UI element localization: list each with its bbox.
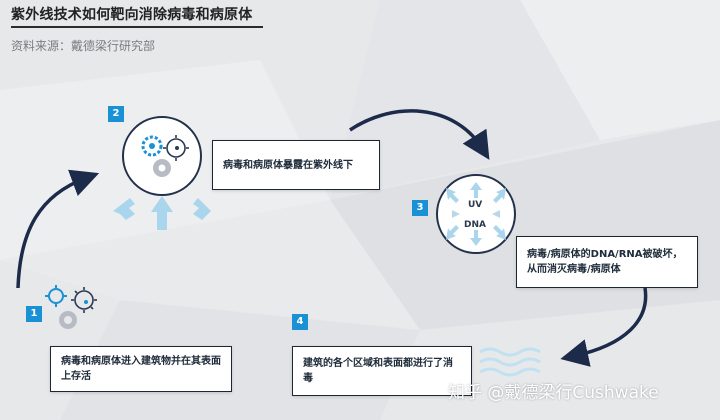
step2-badge: 2: [108, 106, 124, 122]
title-divider: [11, 26, 263, 28]
step4-text: 建筑的各个区域和表面都进行了消毒: [303, 358, 453, 384]
source-note: 资料来源：戴德梁行研究部: [11, 39, 156, 53]
step3-card: 病毒/病原体的DNA/RNA被破坏，从而消灭病毒/病原体: [516, 236, 698, 288]
step2-card: 病毒和病原体暴露在紫外线下: [212, 140, 380, 190]
dna-uv-icon: [446, 182, 506, 246]
step3-circle: UV DNA: [436, 174, 516, 254]
virus-cluster-icon: [45, 285, 97, 329]
dna-label: DNA: [464, 220, 486, 230]
arrow-step1-to-step2: [16, 169, 100, 289]
step2-circle: [122, 116, 202, 196]
arrow-step3-to-step4: [560, 287, 648, 367]
step3-badge: 3: [412, 200, 428, 216]
pathogen-icon: [141, 135, 189, 177]
step2-text: 病毒和病原体暴露在紫外线下: [223, 159, 353, 171]
step1-card: 病毒和病原体进入建筑物并在其表面上存活: [50, 346, 232, 392]
step4-card: 建筑的各个区域和表面都进行了消毒: [292, 346, 472, 396]
uv-label: UV: [468, 200, 483, 210]
uv-light-arrows: [113, 196, 211, 230]
step3-text: 病毒/病原体的DNA/RNA被破坏，从而消灭病毒/病原体: [527, 249, 683, 275]
page-title: 紫外线技术如何靶向消除病毒和病原体: [11, 7, 253, 23]
step4-badge: 4: [292, 314, 308, 330]
step1-text: 病毒和病原体进入建筑物并在其表面上存活: [61, 356, 221, 382]
step1-badge: 1: [26, 306, 42, 322]
arrow-step2-to-step3: [349, 109, 490, 160]
watermark: 知乎 @戴德梁行Cushwake: [448, 383, 659, 403]
wave-decoration: [479, 347, 541, 377]
